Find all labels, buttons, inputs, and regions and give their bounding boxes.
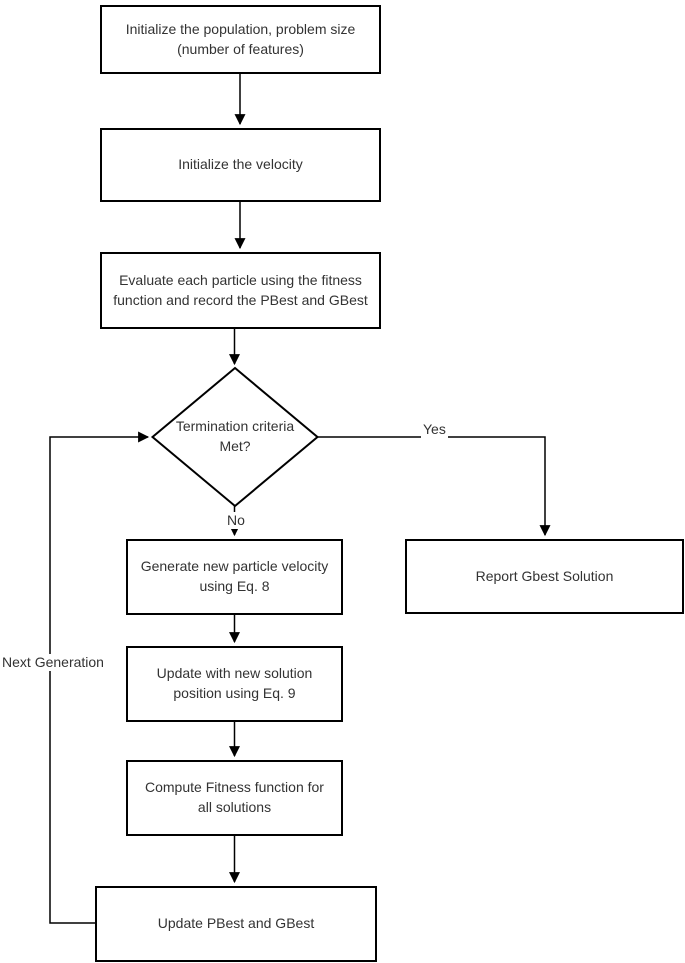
edge-decision-yes-to-report-gbest [317,436,551,537]
node-termination-decision-label: Termination criteria Met? [175,418,295,454]
node-compute-fitness: Compute Fitness function for all solutio… [126,760,343,836]
node-update-position: Update with new solution position using … [126,646,343,722]
node-update-pbest-gbest: Update PBest and GBest [95,886,377,962]
node-initialize-population-label: Initialize the population, problem size … [125,20,356,57]
edge-label-yes: Yes [421,421,448,438]
node-report-gbest-label: Report Gbest Solution [475,567,614,584]
edge-label-next-generation: Next Generation [0,654,106,671]
node-initialize-velocity: Initialize the velocity [100,128,381,202]
node-evaluate-particles: Evaluate each particle using the fitness… [100,252,381,329]
node-report-gbest: Report Gbest Solution [405,539,684,614]
edge-next-generation-loop [49,431,150,924]
node-generate-velocity-label: Generate new particle velocity using Eq.… [140,558,329,594]
node-termination-decision: Termination criteria Met? [160,407,310,467]
node-update-pbest-gbest-label: Update PBest and GBest [157,915,315,932]
edge-label-no: No [225,512,247,529]
node-generate-velocity: Generate new particle velocity using Eq.… [126,539,343,615]
node-compute-fitness-label: Compute Fitness function for all solutio… [145,779,324,815]
node-initialize-population: Initialize the population, problem size … [100,5,381,74]
node-evaluate-particles-label: Evaluate each particle using the fitness… [113,271,368,308]
node-update-position-label: Update with new solution position using … [156,665,313,701]
node-initialize-velocity-label: Initialize the velocity [178,156,303,173]
